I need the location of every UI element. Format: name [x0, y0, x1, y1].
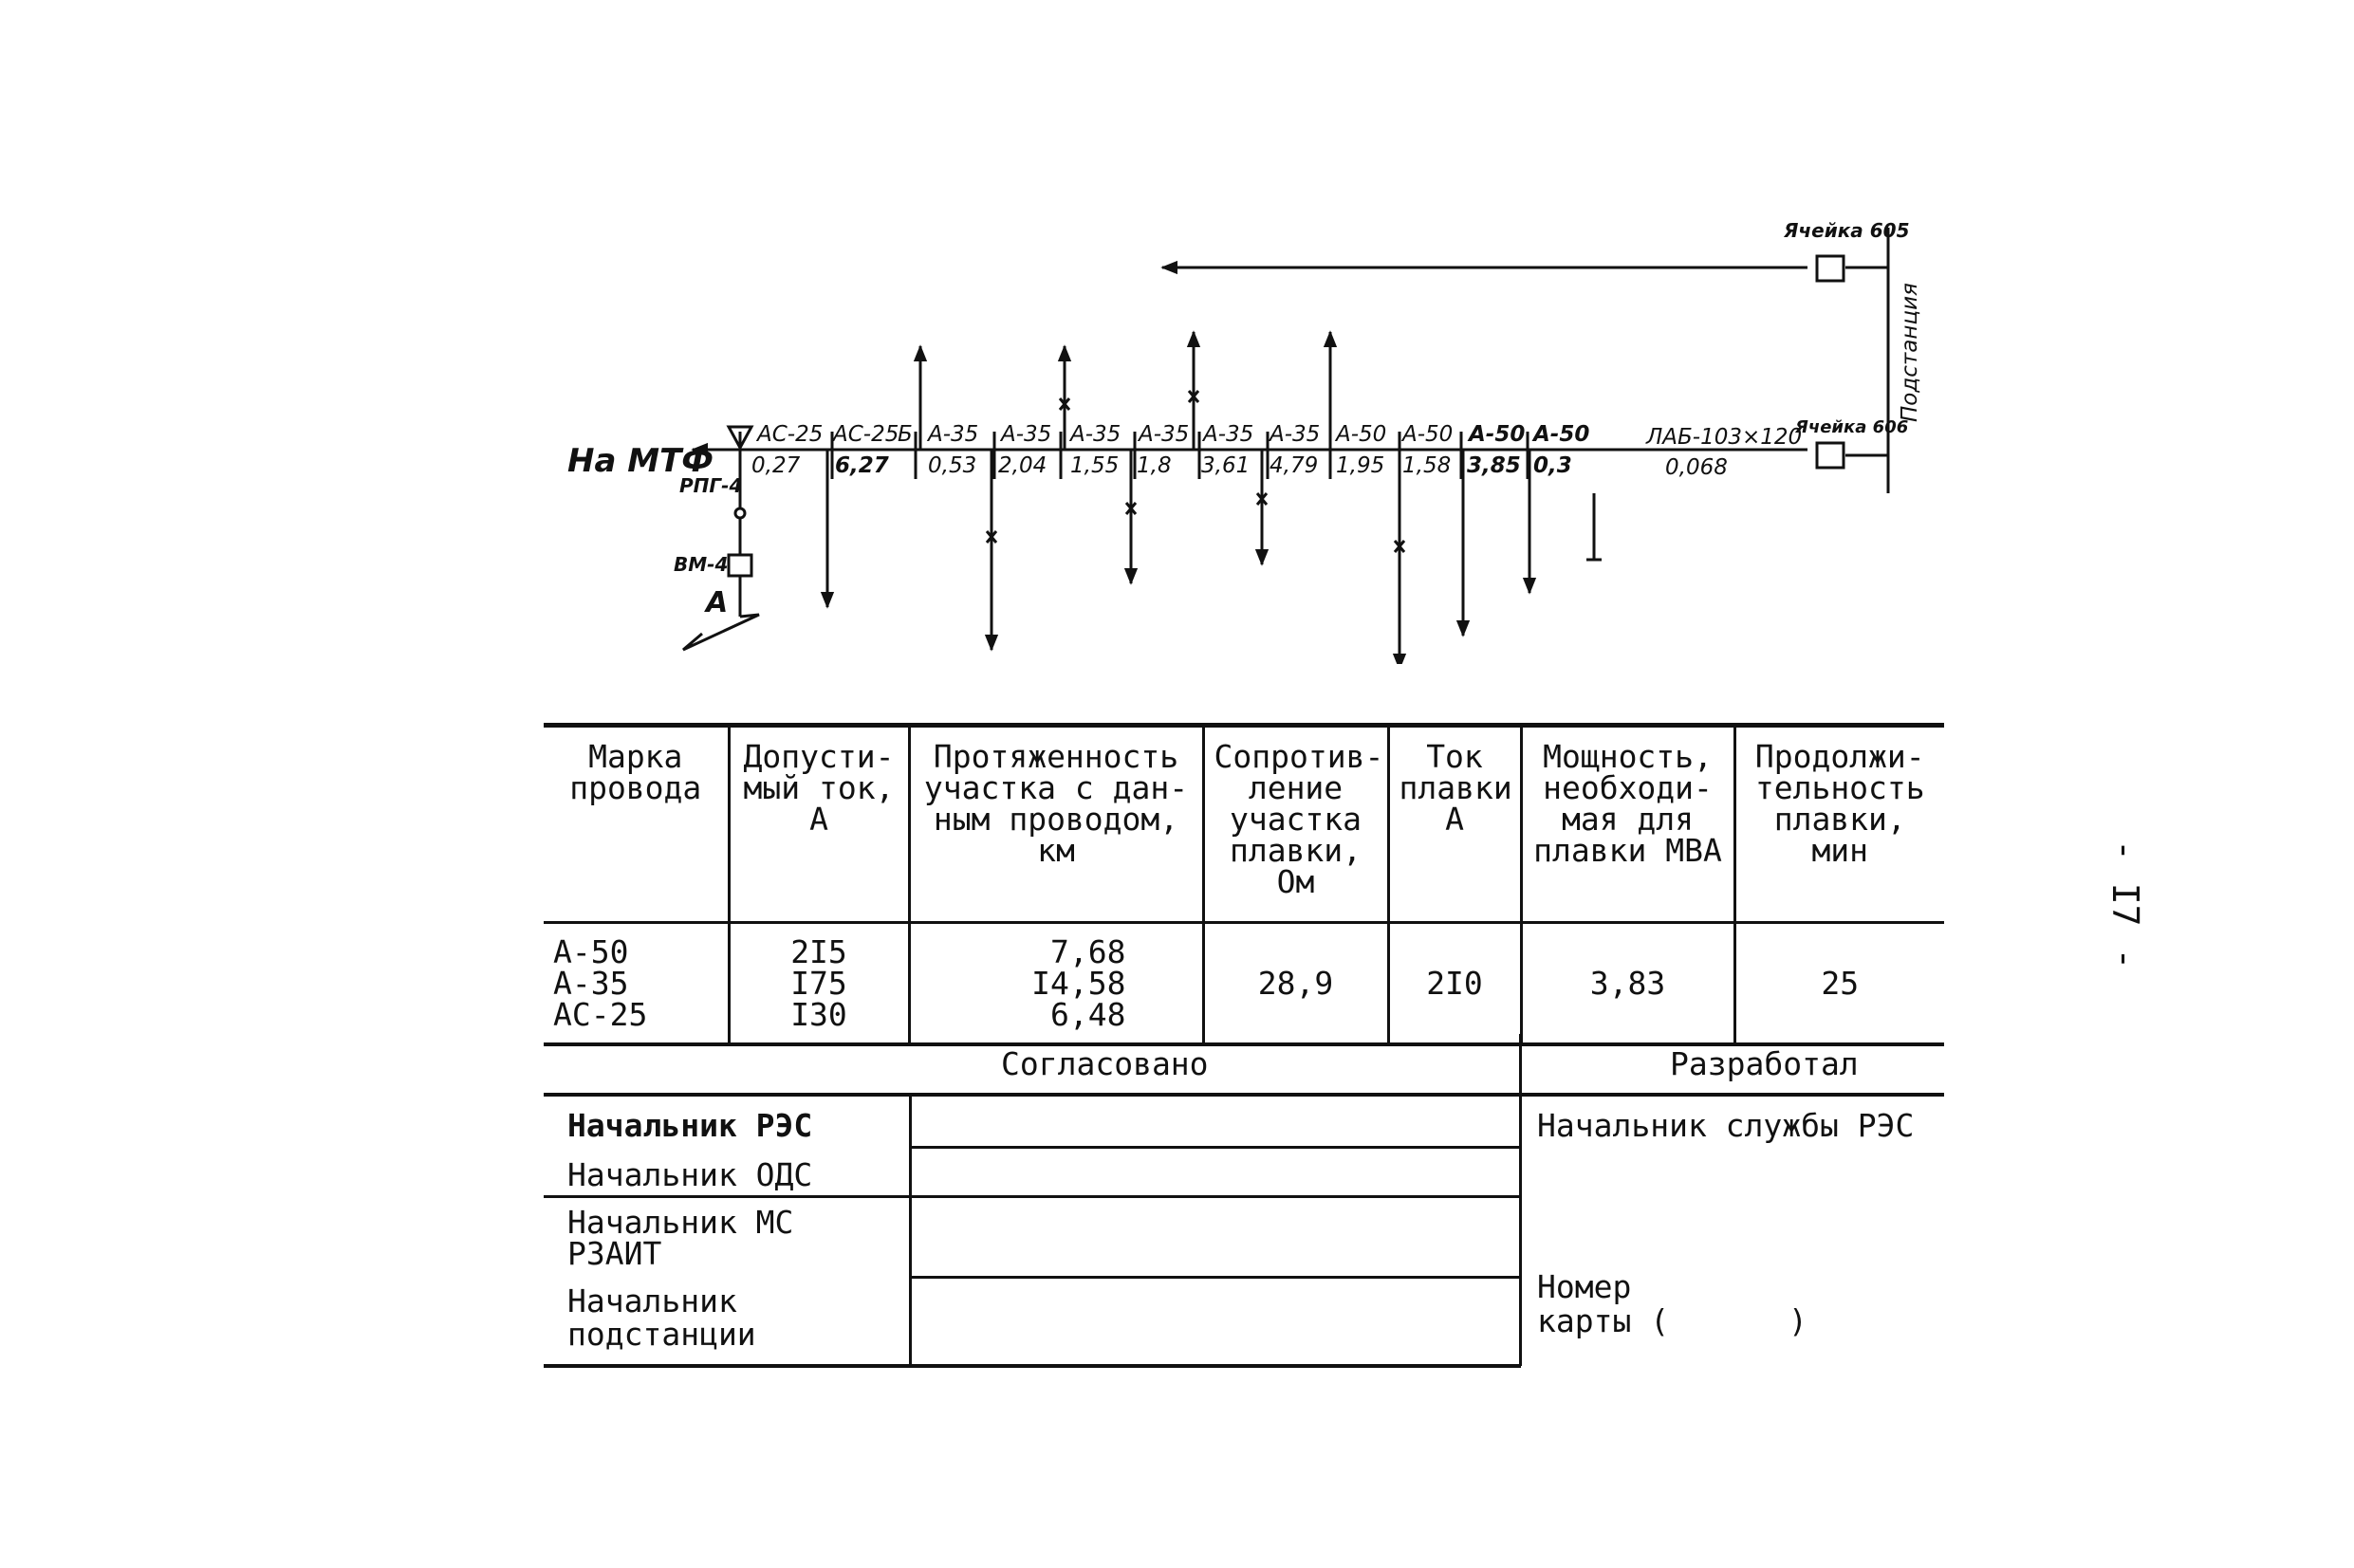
card-number-label: Номер: [1537, 1268, 1632, 1305]
developed-title: Разработал: [1670, 1045, 1859, 1082]
approver-substation-2: подстанции: [567, 1316, 756, 1353]
agreed-title: Согласовано: [1001, 1045, 1209, 1082]
cell-606-label: Ячейка 606: [1794, 417, 1908, 437]
seg-wire: А-50: [1334, 422, 1386, 447]
cell-605-box: [1815, 254, 1845, 283]
seg-wire: А-50: [1467, 422, 1525, 447]
seg-wire: А-35: [926, 422, 978, 447]
seg-wire: А-50: [1531, 422, 1589, 447]
cell-606-box: [1815, 441, 1845, 470]
cell-melt-current: 2I0: [1386, 922, 1523, 1044]
approver-ms: Начальник МС: [567, 1204, 794, 1241]
approver-rzait: РЗАИТ: [567, 1235, 662, 1272]
seg-length: 2,04: [998, 453, 1047, 478]
seg-length: 0,53: [928, 453, 976, 478]
seg-length: 1,8: [1137, 453, 1172, 478]
approver-ods: Начальник ОДС: [567, 1156, 813, 1193]
approver-res: Начальник РЭС: [567, 1107, 813, 1144]
seg-length: 4,79: [1270, 453, 1318, 478]
vm-4-box: [727, 553, 753, 578]
seg-length: 0,27: [751, 453, 801, 478]
seg-wire: А-35: [1268, 422, 1320, 447]
seg-length: 0,3: [1533, 453, 1572, 478]
seg-wire: А-35: [1137, 422, 1189, 447]
substation-label: Подстанция: [1898, 283, 1922, 422]
card-number-label-2: карты (: [1537, 1302, 1670, 1339]
seg-wire: А-35: [1201, 422, 1253, 447]
rpg-label: РПГ-4: [679, 474, 742, 497]
card-number-close: ): [1789, 1302, 1807, 1339]
seg-wire: А-50: [1400, 422, 1453, 447]
seg-wire: АС-25: [755, 422, 823, 447]
cell-power: 3,83: [1519, 922, 1736, 1044]
developer-name: Начальник службы РЭС: [1537, 1107, 1915, 1144]
ground-label: А: [704, 586, 728, 619]
seg-length: 3,61: [1201, 453, 1250, 478]
page-number: - I7 -: [2104, 839, 2146, 970]
single-line-diagram: На МТФ РПГ-4 ВМ-4 А Б Ячейка 605 Ячейка …: [567, 219, 1922, 664]
cell-resistance: 28,9: [1201, 922, 1390, 1044]
vm-label: ВМ-4: [674, 553, 728, 576]
seg-length: 0,068: [1665, 455, 1728, 480]
seg-length: 1,55: [1070, 453, 1119, 478]
seg-length: 1,58: [1402, 453, 1451, 478]
seg-wire: ЛАБ-103×120: [1645, 425, 1802, 450]
cell-605-label: Ячейка 605: [1783, 219, 1910, 242]
seg-length: 6,27: [835, 453, 889, 478]
seg-length: 3,85: [1467, 453, 1521, 478]
seg-length: 1,95: [1336, 453, 1384, 478]
destination-label: На МТФ: [567, 442, 714, 480]
seg-wire: А-35: [1068, 422, 1121, 447]
branch-label: Б: [898, 422, 913, 447]
cell-duration: 25: [1733, 922, 1944, 1044]
seg-wire: АС-25: [831, 422, 899, 447]
approver-substation: Начальник: [567, 1282, 737, 1319]
header-current: Допусти-мый ток,А: [727, 725, 911, 924]
seg-wire: А-35: [999, 422, 1051, 447]
